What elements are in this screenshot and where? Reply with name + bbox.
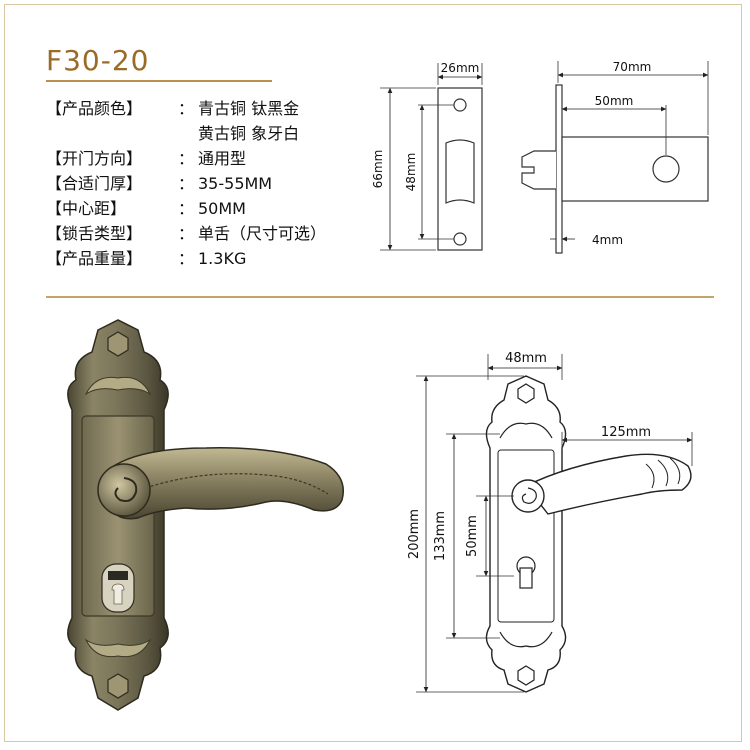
lever-engraving [145, 473, 329, 495]
dim-faceplate-inner: 48mm [404, 153, 418, 192]
handle-lever [107, 447, 344, 520]
latch-spindle-hole [652, 155, 680, 183]
faceplate-latch-opening [445, 139, 475, 204]
latch-bolt [521, 150, 556, 190]
diagram-backplate [485, 375, 567, 693]
spec-value: 通用型 [198, 149, 247, 168]
dim-backset: 50mm [595, 94, 634, 108]
latch-body [561, 136, 709, 202]
product-code-title: F30-20 [46, 44, 150, 77]
title-underline [46, 80, 272, 82]
diagram-bottom-crest [499, 631, 553, 648]
handle-product-photo [67, 319, 344, 711]
spec-colon: ： [178, 174, 195, 193]
spec-row-center-distance: 【中心距】 ： 50MM [46, 196, 326, 221]
spec-label: 【中心距】 [46, 199, 127, 218]
dim-total-height: 200mm [407, 509, 422, 559]
spec-row-door-thickness: 【合适门厚】 ： 35-55MM [46, 171, 326, 196]
dim-plate-thickness: 4mm [592, 233, 623, 247]
section-divider [46, 296, 714, 298]
dim-total-length: 70mm [613, 60, 652, 74]
handle-diagram: 48mm 125mm 200mm 133mm 50mm [407, 351, 693, 693]
spec-value: 50MM [198, 199, 246, 218]
bottom-hexagon-ornament [107, 673, 129, 699]
diagram-lever-rose [511, 479, 545, 513]
dim-faceplate-height: 66mm [371, 150, 385, 189]
spec-list: 【产品颜色】 ： 青古铜 钛黑金 黄古铜 象牙白 【开门方向】 ： 通用型 【合… [46, 96, 326, 271]
spec-label: 【锁舌类型】 [46, 224, 143, 243]
lever-scroll [114, 477, 138, 502]
spec-label: 【产品颜色】 [46, 99, 143, 118]
inner-frame [4, 4, 742, 742]
diagram-top-hexagon [517, 383, 535, 404]
spec-label: 【产品重量】 [46, 249, 143, 268]
spec-value: 黄古铜 象牙白 [198, 124, 300, 143]
spec-colon: ： [178, 224, 195, 243]
diagram-keyhole-slot [519, 567, 533, 589]
spec-row-direction: 【开门方向】 ： 通用型 [46, 146, 326, 171]
diagram-bottom-hexagon [517, 665, 535, 686]
bottom-crest-ornament [84, 638, 152, 658]
faceplate-screw-hole [453, 232, 467, 246]
diagram-lever [524, 453, 692, 515]
spec-colon: ： [178, 99, 195, 118]
spec-value: 1.3KG [198, 249, 247, 268]
dim-lever-length: 125mm [601, 425, 651, 440]
diagram-top-crest [499, 422, 553, 439]
spec-colon: ： [178, 149, 195, 168]
spec-row-color-continued: 黄古铜 象牙白 [46, 121, 326, 146]
dim-screw-spacing: 133mm [433, 511, 448, 561]
diagram-lever-scroll [521, 487, 537, 504]
spec-row-latch-type: 【锁舌类型】 ： 单舌（尺寸可选） [46, 221, 326, 246]
top-crest-ornament [84, 376, 152, 396]
spec-colon: ： [178, 249, 195, 268]
spec-colon: ： [178, 199, 195, 218]
keyhole-icon [111, 583, 125, 605]
dim-center-distance: 50mm [465, 515, 480, 557]
spec-label: 【开门方向】 [46, 149, 143, 168]
dim-plate-width: 48mm [505, 351, 547, 366]
diagram-plate-panel [497, 449, 555, 623]
spec-value: 单舌（尺寸可选） [198, 224, 327, 243]
faceplate-screw-hole [453, 98, 467, 112]
spec-row-color: 【产品颜色】 ： 青古铜 钛黑金 [46, 96, 326, 121]
spec-value: 青古铜 钛黑金 [198, 99, 300, 118]
lock-brand-tag [108, 571, 128, 580]
latch-diagram: 26mm 66mm 48mm 70mm 50mm 4mm [371, 60, 709, 254]
spec-row-weight: 【产品重量】 ： 1.3KG [46, 246, 326, 271]
top-hexagon-ornament [107, 331, 129, 357]
lever-rose [97, 463, 151, 517]
spec-value: 35-55MM [198, 174, 273, 193]
spec-label: 【合适门厚】 [46, 174, 143, 193]
diagram-lever-feathers [645, 457, 681, 489]
latch-side-plate [555, 84, 563, 254]
dim-faceplate-width: 26mm [441, 61, 480, 75]
